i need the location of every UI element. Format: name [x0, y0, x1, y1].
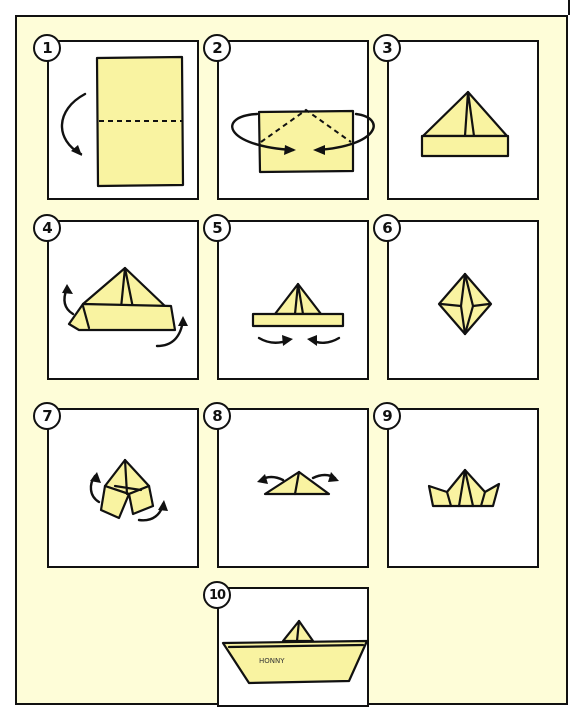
- step-5-illustration: [219, 222, 371, 382]
- step-5-panel: [217, 220, 369, 380]
- step-1-illustration: [49, 42, 201, 202]
- step-9-panel: [387, 408, 539, 568]
- page-edge-line: [568, 0, 570, 15]
- step-number-badge: 3: [373, 34, 401, 62]
- step-7-panel: [47, 408, 199, 568]
- step-10-panel: HONNY: [217, 587, 369, 707]
- step-number-badge: 8: [203, 402, 231, 430]
- step-10-illustration: HONNY: [219, 589, 371, 709]
- step-8-illustration: [219, 410, 371, 570]
- step-number-badge: 5: [203, 214, 231, 242]
- step-8-panel: [217, 408, 369, 568]
- step-4-illustration: [49, 222, 201, 382]
- step-number-badge: 2: [203, 34, 231, 62]
- step-3-panel: [387, 40, 539, 200]
- step-7-illustration: [49, 410, 201, 570]
- step-number-badge: 7: [33, 402, 61, 430]
- step-number-badge: 6: [373, 214, 401, 242]
- step-1-panel: [47, 40, 199, 200]
- step-3-illustration: [389, 42, 541, 202]
- step-6-illustration: [389, 222, 541, 382]
- step-2-illustration: [219, 42, 371, 202]
- step-6-panel: [387, 220, 539, 380]
- step-4-panel: [47, 220, 199, 380]
- step-9-illustration: [389, 410, 541, 570]
- step-2-panel: [217, 40, 369, 200]
- step-number-badge: 4: [33, 214, 61, 242]
- step-number-badge: 1: [33, 34, 61, 62]
- step-number-badge: 9: [373, 402, 401, 430]
- step-number-badge: 10: [203, 581, 231, 609]
- boat-label: HONNY: [259, 657, 285, 665]
